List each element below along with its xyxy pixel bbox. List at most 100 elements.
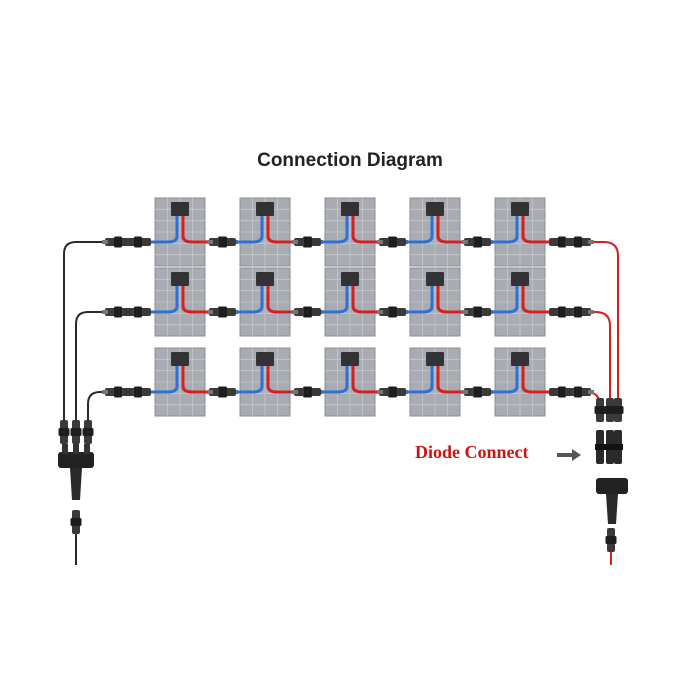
panel-lead-positive xyxy=(436,286,469,314)
inline-diode xyxy=(605,430,615,464)
panel-lead-negative xyxy=(316,286,349,314)
panel-lead-positive xyxy=(181,216,214,244)
panel-lead-negative xyxy=(231,366,264,394)
panel-connector-negative xyxy=(292,386,321,398)
junction-box xyxy=(171,352,189,366)
junction-box xyxy=(511,202,529,216)
junction-box xyxy=(426,272,444,286)
connector-nut xyxy=(70,518,82,526)
panel-connector-negative xyxy=(377,236,406,248)
solar-panel xyxy=(486,347,554,417)
connector-tip xyxy=(102,240,108,244)
connector-nut xyxy=(114,236,122,248)
connector-nut xyxy=(474,306,482,318)
panel-lead-negative xyxy=(316,366,349,394)
branch-input-connector xyxy=(58,420,70,444)
diagram-title: Connection Diagram xyxy=(257,150,443,171)
home-run-connector xyxy=(565,386,594,398)
connector-nut xyxy=(594,406,606,414)
connector-tip xyxy=(102,310,108,314)
connector-nut xyxy=(558,386,566,398)
branch-socket xyxy=(84,444,90,454)
panel-lead-positive xyxy=(521,216,554,244)
connector-tip xyxy=(207,240,213,244)
left-output-connector xyxy=(70,510,82,534)
connector-nut xyxy=(134,386,142,398)
connector-nut xyxy=(304,386,312,398)
connector-nut xyxy=(389,386,397,398)
home-run-connector xyxy=(102,236,131,248)
panel-lead-positive xyxy=(351,216,384,244)
branch-input-connector xyxy=(70,420,82,444)
panel-connector-negative xyxy=(207,236,236,248)
inline-diode xyxy=(613,430,623,464)
home-run-negative xyxy=(87,391,124,430)
panel-lead-positive xyxy=(266,366,299,394)
junction-box xyxy=(341,272,359,286)
branch-socket xyxy=(62,444,68,454)
left-branch-connector xyxy=(58,444,94,500)
panel-lead-positive xyxy=(181,286,214,314)
connector-nut xyxy=(114,306,122,318)
connector-nut xyxy=(58,428,70,436)
diode-input-connector xyxy=(594,398,606,422)
connector-nut xyxy=(558,236,566,248)
branch-socket xyxy=(73,444,79,454)
connector-tip xyxy=(377,240,383,244)
connector-tip xyxy=(207,390,213,394)
junction-box xyxy=(171,202,189,216)
diode-band xyxy=(605,444,615,450)
panel-lead-negative xyxy=(486,286,519,314)
connector-nut xyxy=(219,236,227,248)
home-run-negative xyxy=(75,311,124,430)
connector-nut xyxy=(219,386,227,398)
junction-box xyxy=(341,352,359,366)
junction-box xyxy=(426,352,444,366)
connector-tip xyxy=(462,390,468,394)
connector-nut xyxy=(604,406,616,414)
connector-nut xyxy=(574,306,582,318)
connector-nut xyxy=(389,236,397,248)
connector-nut xyxy=(558,306,566,318)
panel-connector-negative xyxy=(377,306,406,318)
solar-panel xyxy=(231,267,299,337)
solar-panel xyxy=(486,267,554,337)
junction-box xyxy=(256,202,274,216)
panel-lead-positive xyxy=(436,216,469,244)
panel-lead-negative xyxy=(231,216,264,244)
panel-lead-negative xyxy=(401,286,434,314)
connector-nut xyxy=(114,386,122,398)
connector-tip xyxy=(462,240,468,244)
connector-nut xyxy=(82,428,94,436)
panel-connector-negative xyxy=(462,386,491,398)
solar-panel xyxy=(401,347,469,417)
panel-lead-negative xyxy=(231,286,264,314)
connector-tip xyxy=(377,310,383,314)
solar-panel xyxy=(486,197,554,267)
home-run-connector xyxy=(102,306,131,318)
panel-connector-negative xyxy=(207,306,236,318)
panel-lead-negative xyxy=(486,216,519,244)
connector-nut xyxy=(70,428,82,436)
panel-lead-negative xyxy=(316,216,349,244)
solar-panel xyxy=(146,267,214,337)
junction-box xyxy=(256,272,274,286)
connector-tip xyxy=(588,310,594,314)
solar-panel xyxy=(231,347,299,417)
diode-band xyxy=(613,444,623,450)
connector-nut xyxy=(134,306,142,318)
panel-lead-positive xyxy=(351,366,384,394)
panel-connector-negative xyxy=(377,386,406,398)
diode-connect-label: Diode Connect xyxy=(415,442,529,462)
branch-input-connector xyxy=(82,420,94,444)
connector-tip xyxy=(292,390,298,394)
solar-panel xyxy=(146,197,214,267)
panel-lead-negative xyxy=(146,216,179,244)
connector-nut xyxy=(574,386,582,398)
right-branch-connector xyxy=(596,478,628,524)
panel-lead-positive xyxy=(266,216,299,244)
connector-tip xyxy=(588,240,594,244)
branch-stem xyxy=(606,494,618,524)
home-run-connector xyxy=(102,386,131,398)
panel-lead-negative xyxy=(486,366,519,394)
